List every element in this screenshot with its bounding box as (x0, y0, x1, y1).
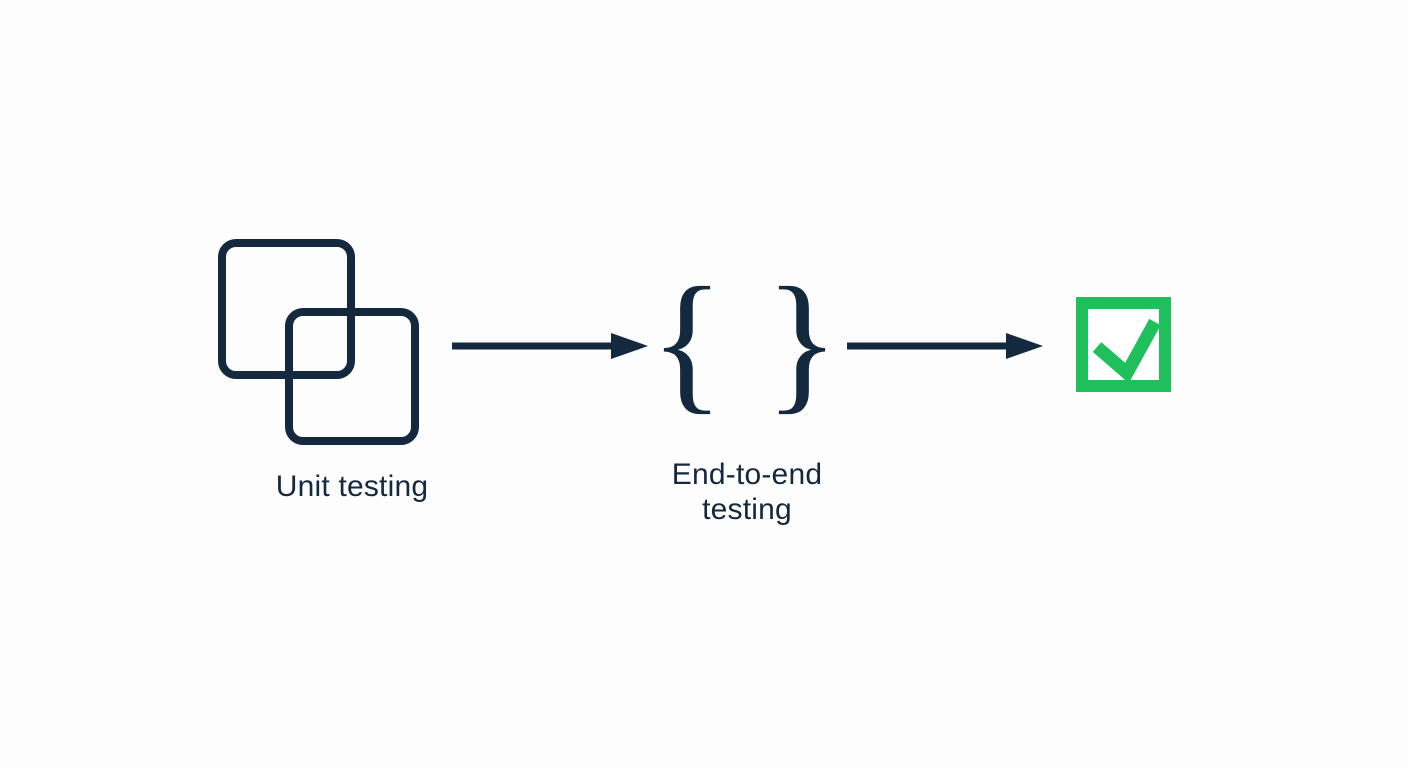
left-brace-shape: { (649, 255, 725, 428)
front-square-shape (285, 308, 419, 445)
right-brace-shape: } (764, 255, 840, 428)
end-to-end-testing-label: End-to-end testing (672, 457, 822, 527)
end-to-end-label-line1: End-to-end (671, 458, 823, 491)
arrow-right-icon (847, 333, 1043, 359)
arrow-right-icon (452, 333, 648, 359)
end-to-end-label-line2: testing (702, 493, 792, 526)
checkmark-icon (1092, 318, 1159, 380)
checkbox-checked-icon (1076, 297, 1171, 392)
unit-testing-label: Unit testing (275, 470, 429, 503)
